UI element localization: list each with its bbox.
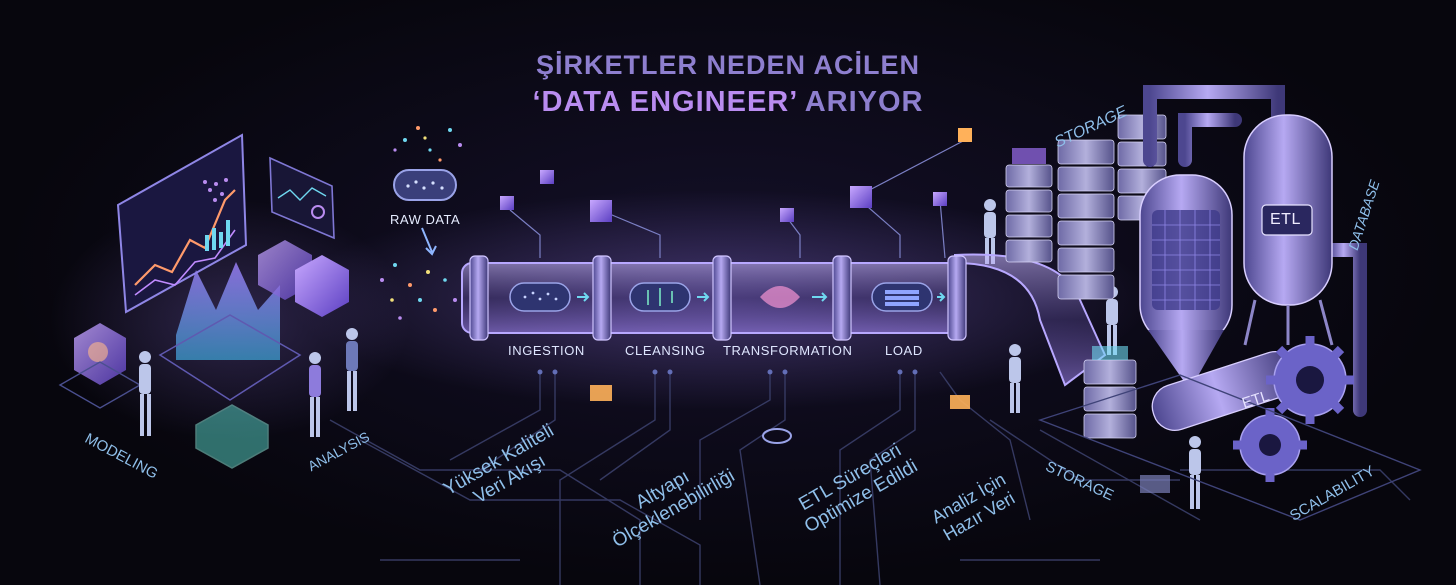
stage-label-transformation: TRANSFORMATION [723,343,853,358]
analytics-dashboard-group [58,133,349,469]
stage-label-cleansing: CLEANSING [625,343,706,358]
stage-label-ingestion: INGESTION [508,343,585,358]
circuit-traces [329,371,1411,585]
data-particles [380,126,462,320]
headline-quote: ‘DATA ENGINEER’ [532,86,797,118]
raw-data-capsule [393,169,457,201]
raw-data-label: RAW DATA [390,212,461,227]
down-arrow-icon [421,227,433,253]
people-figures [139,199,1201,509]
storage-infrastructure [1005,85,1422,521]
ingestion-icon [509,282,571,312]
headline-line-1: ŞİRKETLER NEDEN ACİLEN [535,50,921,80]
headline-line-2: ‘DATA ENGINEER’ ARIYOR [0,86,1456,119]
chip-icon [590,385,612,401]
transformation-icon [760,286,800,308]
etl-pipeline [461,128,1107,387]
stage-label-load: LOAD [885,343,923,358]
etl-tank-label: ETL [1270,211,1301,228]
headline-rest: ARIYOR [804,86,924,118]
